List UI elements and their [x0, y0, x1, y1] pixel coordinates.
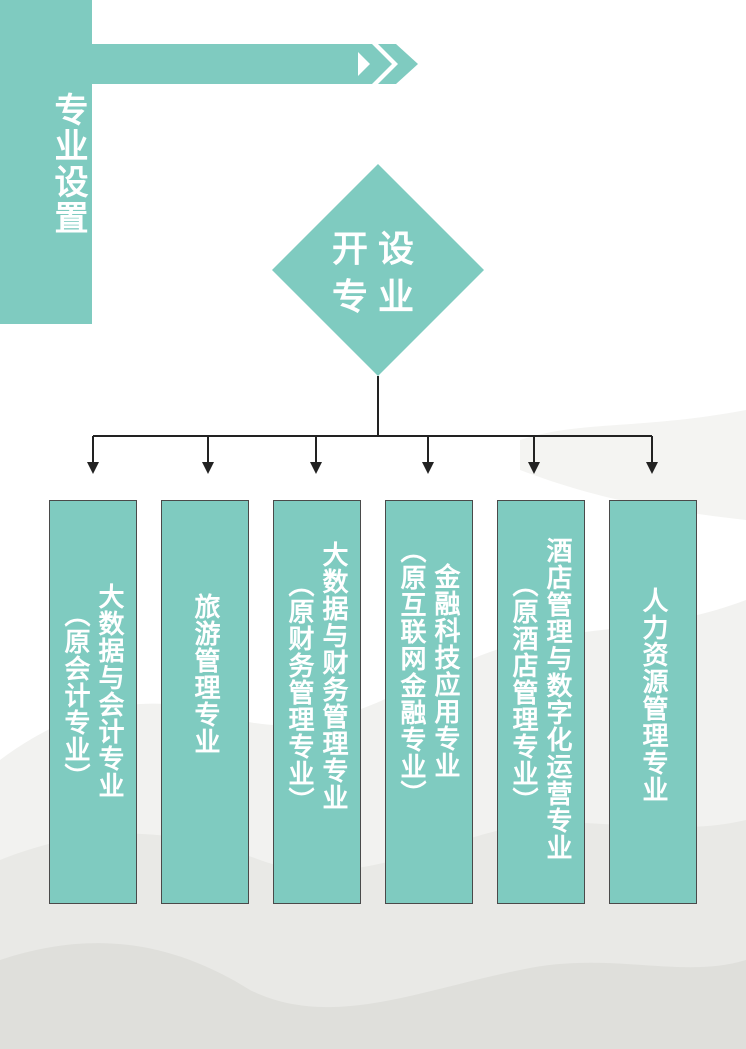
- major-name: 大数据与会计专业: [94, 583, 124, 799]
- center-node-label: 开设 专业: [272, 226, 484, 322]
- major-box-4: 金融科技应用专业 （原互联网金融专业）: [385, 500, 473, 904]
- section-title: 专业设置: [48, 92, 88, 236]
- major-box-5: 酒店管理与数字化运营专业 （原酒店管理专业）: [497, 500, 585, 904]
- major-box-3: 大数据与财务管理专业 （原财务管理专业）: [273, 500, 361, 904]
- major-note: （原财务管理专业）: [284, 571, 314, 814]
- major-name: 金融科技应用专业: [430, 563, 460, 779]
- major-box-1: 大数据与会计专业 （原会计专业）: [49, 500, 137, 904]
- major-note: （原互联网金融专业）: [396, 537, 426, 807]
- major-name: 人力资源管理专业: [638, 587, 668, 803]
- major-name: 大数据与财务管理专业: [318, 541, 348, 811]
- major-box-6: 人力资源管理专业: [609, 500, 697, 904]
- center-node-line1: 开设: [331, 229, 424, 270]
- major-name: 旅游管理专业: [190, 593, 220, 755]
- branch-arrow-6: [646, 436, 658, 474]
- diamond-shape: [272, 164, 484, 376]
- major-note: （原酒店管理专业）: [508, 571, 538, 814]
- branch-arrow-2: [202, 436, 214, 474]
- section-tab: 专业设置: [0, 0, 92, 324]
- branch-arrow-3: [310, 436, 322, 474]
- double-chevron-right-icon: [350, 44, 418, 84]
- branch-arrow-4: [422, 436, 434, 474]
- header-arrow-bar: [92, 44, 358, 84]
- major-box-2: 旅游管理专业: [161, 500, 249, 904]
- major-name: 酒店管理与数字化运营专业: [542, 537, 572, 861]
- center-node-line2: 专业: [331, 277, 424, 318]
- major-note: （原会计专业）: [60, 601, 90, 790]
- center-node: 开设 专业: [272, 164, 484, 376]
- branch-arrow-5: [528, 436, 540, 474]
- branch-arrow-1: [87, 436, 99, 474]
